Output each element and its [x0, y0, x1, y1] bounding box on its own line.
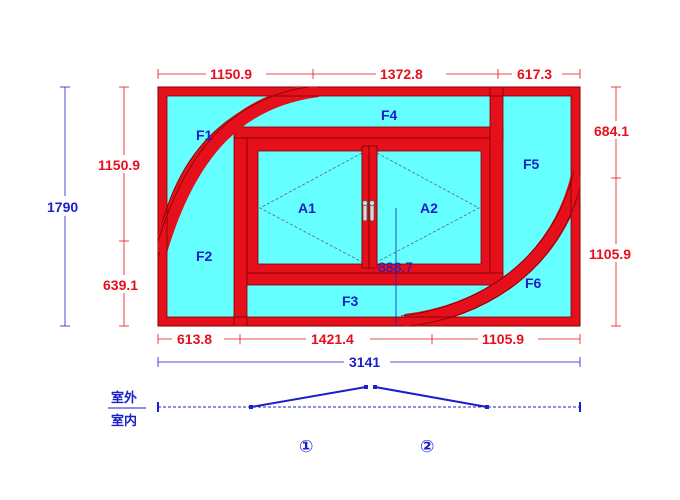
- handle-icon: [362, 200, 375, 222]
- pane-f4-label: F4: [381, 107, 398, 123]
- top-dimension-2: 1372.8: [380, 66, 423, 82]
- left-dimension-2: 639.1: [103, 277, 138, 293]
- pane-a1-label: A1: [298, 200, 316, 216]
- pane-f3-label: F3: [342, 293, 359, 309]
- bottom-dimension-1: 613.8: [177, 331, 212, 347]
- sash-glass: [257, 150, 482, 265]
- pane-f5-label: F5: [523, 156, 540, 172]
- top-dimension-1: 1150.9: [210, 66, 252, 82]
- sash-1-marker: ①: [299, 437, 313, 457]
- bottom-dimension-2: 1421.4: [311, 331, 354, 347]
- inner-height-label: 888.7: [378, 259, 413, 275]
- pane-a2-label: A2: [420, 200, 438, 216]
- bottom-dimension-3: 1105.9: [482, 331, 524, 347]
- window-frame: [157, 86, 581, 327]
- opening-indicators: [259, 152, 480, 263]
- right-dimension-2: 1105.9: [589, 246, 631, 262]
- pane-f6-label: F6: [525, 275, 542, 291]
- inner-height-dimension: 888.7: [378, 208, 413, 326]
- right-dimension-1: 684.1: [594, 123, 629, 139]
- overall-height-label: 1790: [47, 199, 78, 215]
- legend-outside-label: 室外: [111, 390, 137, 406]
- left-dimension-1: 1150.9: [98, 157, 140, 173]
- pane-f1-label: F1: [196, 127, 213, 143]
- pane-labels: F1 F2 F3 F4 F5 F6 A1 A2: [196, 107, 542, 309]
- sash-2-marker: ②: [420, 437, 434, 457]
- pane-f2-label: F2: [196, 248, 213, 264]
- opening-legend: 室外 室内 ① ②: [108, 385, 581, 457]
- overall-width-label: 3141: [349, 354, 380, 370]
- top-dimension-3: 617.3: [517, 66, 552, 82]
- legend-inside-label: 室内: [111, 413, 137, 429]
